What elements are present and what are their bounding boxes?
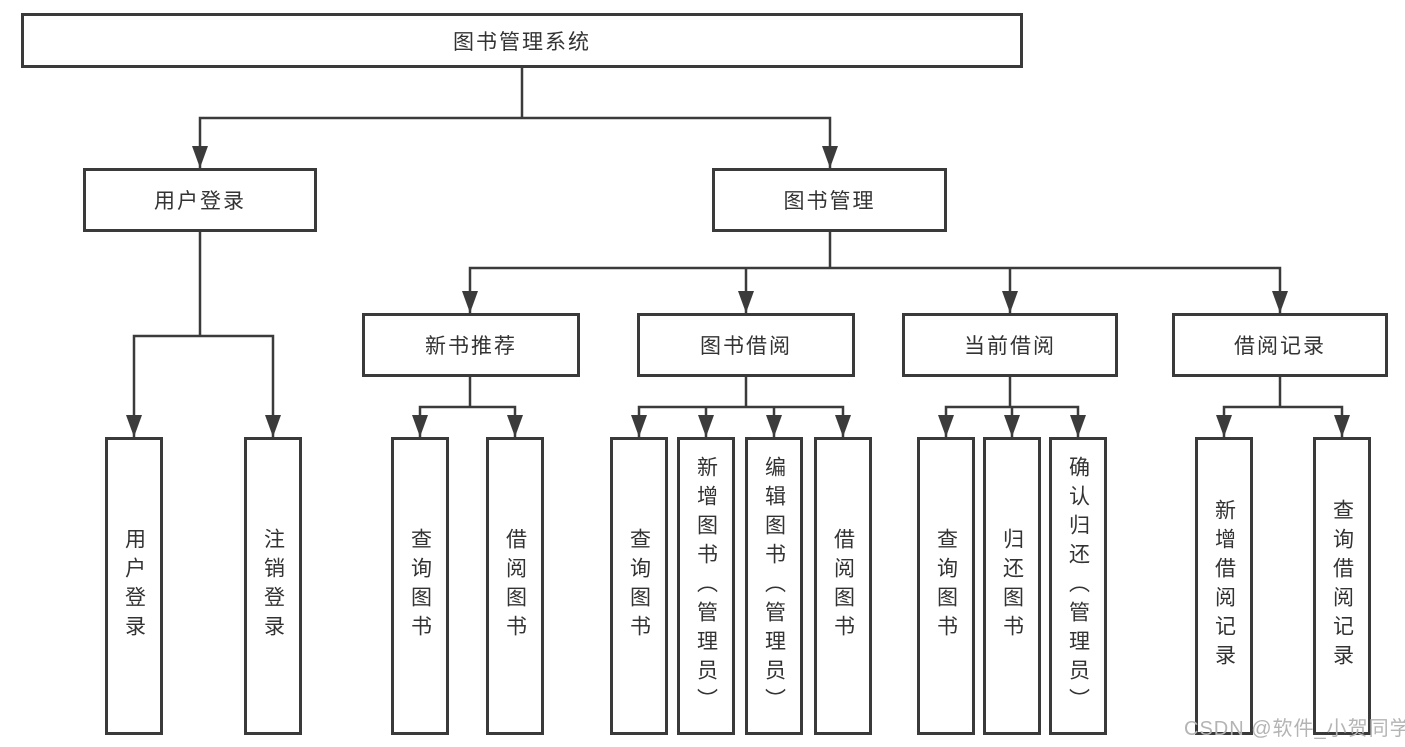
arrow-icon bbox=[698, 415, 714, 437]
arrow-icon bbox=[265, 415, 281, 437]
leaf-label: 用户登录 bbox=[122, 528, 146, 644]
arrow-icon bbox=[192, 146, 208, 168]
leaf-label: 借阅图书 bbox=[503, 528, 527, 644]
edge-current-borrow-children bbox=[944, 377, 1080, 437]
arrow-icon bbox=[822, 146, 838, 168]
arrow-icon bbox=[631, 415, 647, 437]
leaf-label: 确认归还（管理员） bbox=[1066, 455, 1090, 717]
node-book-management: 图书管理 bbox=[712, 168, 947, 232]
leaf-query-books-current: 查询图书 bbox=[917, 437, 975, 735]
leaf-label: 借阅图书 bbox=[831, 528, 855, 644]
arrow-icon bbox=[1334, 415, 1350, 437]
leaf-label: 新增图书（管理员） bbox=[694, 455, 718, 717]
arrow-icon bbox=[1070, 415, 1086, 437]
node-root-label: 图书管理系统 bbox=[453, 30, 591, 54]
edge-new-book-recommend-children bbox=[418, 377, 517, 437]
arrow-icon bbox=[1216, 415, 1232, 437]
arrow-icon bbox=[766, 415, 782, 437]
leaf-query-borrow-record: 查询借阅记录 bbox=[1313, 437, 1371, 735]
node-root: 图书管理系统 bbox=[21, 13, 1023, 68]
leaf-label: 归还图书 bbox=[1000, 528, 1024, 644]
leaf-user-login: 用户登录 bbox=[105, 437, 163, 735]
arrow-icon bbox=[507, 415, 523, 437]
node-new-book-recommend-label: 新书推荐 bbox=[425, 335, 517, 358]
leaf-add-borrow-record: 新增借阅记录 bbox=[1195, 437, 1253, 735]
leaf-add-books-admin: 新增图书（管理员） bbox=[677, 437, 735, 735]
arrow-icon bbox=[938, 415, 954, 437]
arrow-icon bbox=[738, 291, 754, 313]
leaf-query-books-borrow: 查询图书 bbox=[610, 437, 668, 735]
leaf-borrow-books-recommend: 借阅图书 bbox=[486, 437, 544, 735]
arrow-icon bbox=[1272, 291, 1288, 313]
leaf-label: 查询借阅记录 bbox=[1330, 499, 1354, 673]
leaf-label: 查询图书 bbox=[934, 528, 958, 644]
arrow-icon bbox=[412, 415, 428, 437]
node-book-management-label: 图书管理 bbox=[783, 190, 876, 213]
leaf-label: 注销登录 bbox=[261, 528, 285, 644]
leaf-label: 查询图书 bbox=[408, 528, 432, 644]
csdn-watermark: CSDN @软件_小贺同学 bbox=[1184, 718, 1405, 740]
leaf-edit-books-admin: 编辑图书（管理员） bbox=[745, 437, 803, 735]
arrow-icon bbox=[1004, 415, 1020, 437]
edge-user-login-children bbox=[132, 232, 275, 437]
edge-borrow-records-children bbox=[1222, 377, 1344, 437]
leaf-query-books-recommend: 查询图书 bbox=[391, 437, 449, 735]
edge-book-management-children bbox=[468, 232, 1282, 313]
leaf-label: 查询图书 bbox=[627, 528, 651, 644]
node-book-borrow: 图书借阅 bbox=[637, 313, 855, 377]
leaf-confirm-return-admin: 确认归还（管理员） bbox=[1049, 437, 1107, 735]
arrow-icon bbox=[462, 291, 478, 313]
node-book-borrow-label: 图书借阅 bbox=[700, 335, 792, 358]
node-user-login: 用户登录 bbox=[83, 168, 317, 232]
node-borrow-records: 借阅记录 bbox=[1172, 313, 1388, 377]
leaf-logout: 注销登录 bbox=[244, 437, 302, 735]
leaf-return-books: 归还图书 bbox=[983, 437, 1041, 735]
node-user-login-label: 用户登录 bbox=[154, 190, 246, 213]
edge-root-to-level2 bbox=[198, 68, 832, 168]
node-borrow-records-label: 借阅记录 bbox=[1234, 335, 1326, 358]
arrow-icon bbox=[835, 415, 851, 437]
leaf-label: 编辑图书（管理员） bbox=[762, 455, 786, 717]
leaf-borrow-books: 借阅图书 bbox=[814, 437, 872, 735]
node-current-borrow: 当前借阅 bbox=[902, 313, 1118, 377]
node-new-book-recommend: 新书推荐 bbox=[362, 313, 580, 377]
node-current-borrow-label: 当前借阅 bbox=[964, 335, 1056, 358]
arrow-icon bbox=[126, 415, 142, 437]
leaf-label: 新增借阅记录 bbox=[1212, 499, 1236, 673]
edge-book-borrow-children bbox=[637, 377, 845, 437]
arrow-icon bbox=[1002, 291, 1018, 313]
